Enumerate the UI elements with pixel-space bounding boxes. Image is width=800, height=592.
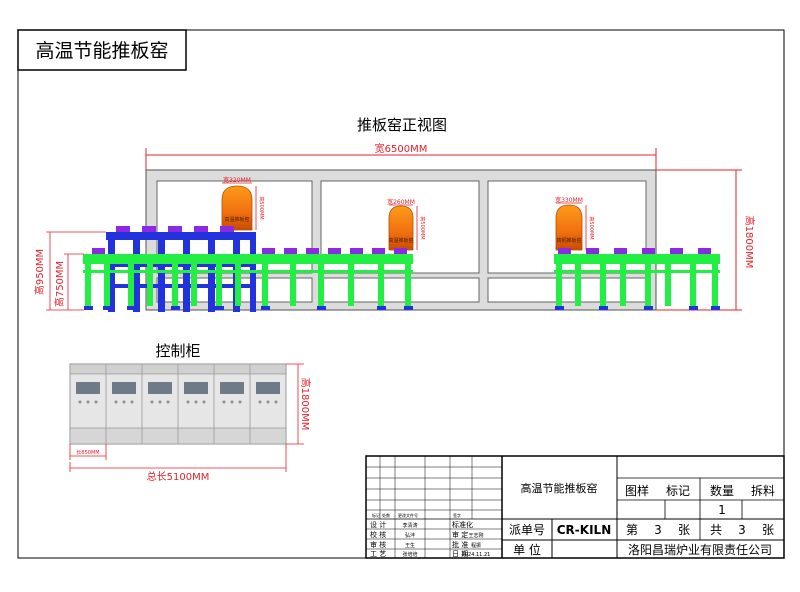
title-block-text: 标记 处数 更改文件号 签字 设 计 李清涛 标准化 校 核 弘沣 审 定 王志…: [370, 481, 775, 558]
cabinet-total-length-label: 总长5100MM: [147, 470, 210, 483]
width-dimension: 宽6500MM: [145, 142, 657, 170]
tb-col-count: 处数: [382, 512, 390, 518]
tb-sheet-zhang: 张: [678, 523, 690, 537]
tb-col-change-doc: 更改文件号: [398, 512, 418, 518]
tb-dispatch-label: 派单号: [509, 523, 545, 537]
tb-col-sign: 签字: [453, 512, 461, 518]
tb-dispatch-no: CR-KILN: [557, 523, 611, 537]
tb-unit-label: 单 位: [513, 542, 541, 557]
chamber-1-height: 高500MM: [258, 196, 265, 219]
tb-col-mark: 标记: [372, 512, 380, 518]
chamber-2: 宽260MM 高500MM 高温推板窑: [387, 198, 426, 251]
tb-total-no: 3: [738, 523, 746, 537]
tb-header-pattern: 图样: [625, 483, 649, 498]
tb-name-approve: 程振: [471, 542, 481, 549]
tb-name-review: 王生: [405, 542, 415, 549]
tb-name-approve-final: 王志刚: [468, 532, 483, 539]
chamber-1: 宽320MM 高500MM 高温推板窑: [221, 176, 265, 231]
tb-role-approve: 批 准: [452, 540, 468, 549]
chamber-2-height: 高500MM: [419, 216, 426, 239]
tb-sheet-di: 第: [626, 523, 638, 537]
tb-header-material: 拆料: [751, 483, 775, 498]
chamber-3-width: 宽330MM: [555, 196, 583, 204]
tb-role-process: 工 艺: [370, 550, 386, 558]
tb-drawing-name: 高温节能推板窑: [521, 481, 598, 495]
chamber-3: 宽330MM 高500MM 铸铜推板窑: [555, 196, 595, 251]
height-dimension: 高1800MM: [656, 169, 756, 311]
tb-quantity-value: 1: [718, 503, 726, 517]
tb-role-approve-final: 审 定: [452, 530, 468, 539]
cabinet-dimensions: 高1800MM 长850MM 总长5100MM: [69, 363, 312, 483]
tb-role-design: 设 计: [370, 520, 386, 529]
chamber-3-name: 铸铜推板窑: [556, 237, 581, 244]
tb-sheet-no: 3: [654, 523, 662, 537]
chamber-2-name: 高温推板窑: [388, 237, 413, 244]
chamber-1-name: 高温推板窑: [224, 216, 249, 223]
title-block: [365, 455, 785, 559]
tb-role-standard: 标准化: [452, 520, 473, 529]
front-view-title: 推板窑正视图: [357, 116, 447, 134]
tb-date-value: 2024.11.21: [462, 552, 491, 558]
tb-total-zhang: 张: [762, 523, 774, 537]
tb-role-review: 审 核: [370, 540, 386, 549]
table-h1-label: 高950MM: [33, 249, 46, 295]
table-height-dimensions: 高950MM 高750MM: [33, 231, 106, 311]
chamber-1-width: 宽320MM: [223, 176, 251, 184]
cabinet-title: 控制柜: [155, 342, 200, 360]
tb-role-check: 校 核: [370, 530, 386, 539]
tb-company: 洛阳昌瑞炉业有限责任公司: [628, 542, 772, 557]
tb-role-date: 日 期: [452, 550, 468, 558]
right-conveyor-table: [554, 248, 720, 306]
tb-total-gong: 共: [710, 523, 722, 537]
sheet-title: 高温节能推板窑: [35, 40, 168, 62]
tb-header-mark: 标记: [666, 484, 690, 498]
cabinet-height-label: 高1800MM: [299, 378, 312, 431]
title-box: [17, 29, 187, 71]
cabinet-unit-width-label: 长850MM: [76, 449, 99, 456]
tb-name-process: 张培培: [402, 551, 417, 558]
left-conveyor-table: [83, 248, 413, 306]
chamber-3-height: 高500MM: [588, 216, 595, 239]
table-feet: [84, 306, 720, 310]
chamber-2-width: 宽260MM: [387, 198, 415, 206]
height-dim-label: 高1800MM: [743, 216, 756, 269]
tb-header-quantity: 数量: [710, 483, 734, 498]
tb-name-design: 李清涛: [402, 522, 417, 529]
table-h2-label: 高750MM: [53, 261, 66, 307]
control-cabinet: [69, 363, 287, 445]
width-dim-label: 宽6500MM: [375, 142, 428, 155]
tb-name-check: 弘沣: [405, 532, 415, 539]
